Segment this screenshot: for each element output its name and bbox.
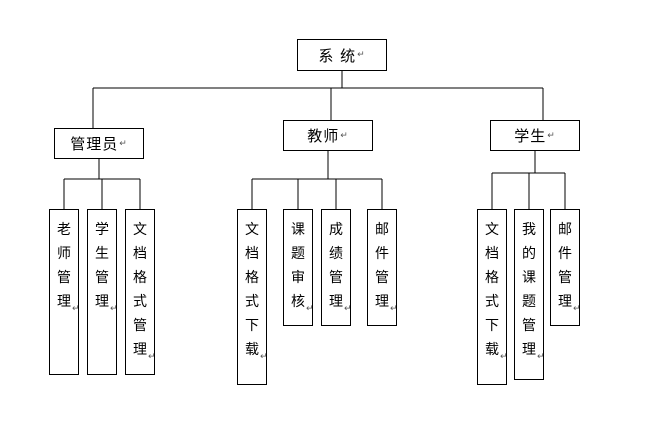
module-node-student-doc-format-download-char: 下 bbox=[485, 318, 499, 334]
module-node-admin-student-mgmt-char: 学 bbox=[95, 222, 109, 238]
role-node-teacher: 教师↵ bbox=[283, 120, 373, 151]
module-node-teacher-doc-format-download-char: 载↵ bbox=[238, 338, 268, 362]
module-node-admin-teacher-mgmt-char: 师 bbox=[57, 246, 71, 262]
module-node-teacher-doc-format-download-char: 文 bbox=[245, 222, 259, 238]
root-node: 系 统↵ bbox=[297, 39, 387, 71]
paragraph-mark-icon: ↵ bbox=[119, 138, 128, 149]
module-node-admin-doc-format-mgmt-char: 理↵ bbox=[126, 338, 156, 362]
paragraph-mark-icon: ↵ bbox=[357, 50, 366, 60]
paragraph-mark-icon: ↵ bbox=[306, 304, 314, 314]
module-node-admin-doc-format-mgmt: 文档格式管理↵ bbox=[125, 209, 156, 375]
module-node-teacher-grade-mgmt: 成绩管理↵ bbox=[321, 209, 352, 326]
module-node-admin-teacher-mgmt-char: 老 bbox=[57, 222, 71, 238]
module-node-teacher-topic-review-char: 课 bbox=[291, 222, 305, 238]
module-node-student-my-topic-mgmt-char: 我 bbox=[522, 222, 536, 238]
role-node-student: 学生↵ bbox=[490, 120, 580, 151]
role-node-admin: 管理员↵ bbox=[54, 128, 144, 159]
paragraph-mark-icon: ↵ bbox=[573, 304, 581, 314]
module-node-teacher-topic-review-char: 题 bbox=[291, 246, 305, 262]
role-node-teacher-label: 教师 bbox=[307, 127, 340, 145]
module-node-teacher-mail-mgmt-char: 件 bbox=[375, 246, 389, 262]
module-node-teacher-doc-format-download-char: 档 bbox=[245, 246, 259, 262]
module-node-teacher-mail-mgmt-char: 邮 bbox=[375, 222, 389, 238]
module-node-teacher-mail-mgmt: 邮件管理↵ bbox=[367, 209, 398, 326]
paragraph-mark-icon: ↵ bbox=[390, 304, 398, 314]
paragraph-mark-icon: ↵ bbox=[340, 130, 349, 141]
module-node-teacher-mail-mgmt-char: 管 bbox=[375, 270, 389, 286]
paragraph-mark-icon: ↵ bbox=[72, 304, 80, 314]
module-node-admin-student-mgmt-char: 管 bbox=[95, 270, 109, 286]
module-node-teacher-topic-review-char: 审 bbox=[291, 270, 305, 286]
module-node-admin-doc-format-mgmt-char: 档 bbox=[133, 246, 147, 262]
module-node-student-doc-format-download: 文档格式下载↵ bbox=[477, 209, 508, 385]
paragraph-mark-icon: ↵ bbox=[260, 352, 268, 362]
module-node-admin-doc-format-mgmt-char: 格 bbox=[133, 270, 147, 286]
module-node-admin-doc-format-mgmt-char: 管 bbox=[133, 318, 147, 334]
paragraph-mark-icon: ↵ bbox=[148, 352, 156, 362]
paragraph-mark-icon: ↵ bbox=[500, 352, 508, 362]
module-node-admin-doc-format-mgmt-char: 式 bbox=[133, 294, 147, 310]
module-node-teacher-grade-mgmt-char: 成 bbox=[329, 222, 343, 238]
module-node-student-mail-mgmt-char: 件 bbox=[558, 246, 572, 262]
module-node-teacher-grade-mgmt-char: 理↵ bbox=[322, 290, 352, 314]
module-node-admin-teacher-mgmt-char: 理↵ bbox=[50, 290, 80, 314]
module-node-teacher-topic-review-char: 核↵ bbox=[284, 290, 314, 314]
module-node-student-doc-format-download-char: 档 bbox=[485, 246, 499, 262]
root-node-label: 系 统 bbox=[318, 46, 357, 65]
module-node-student-my-topic-mgmt-char: 题 bbox=[522, 294, 536, 310]
module-node-student-mail-mgmt-char: 管 bbox=[558, 270, 572, 286]
module-node-student-doc-format-download-char: 格 bbox=[485, 270, 499, 286]
module-node-teacher-topic-review: 课题审核↵ bbox=[283, 209, 314, 326]
module-node-student-doc-format-download-char: 式 bbox=[485, 294, 499, 310]
module-node-student-my-topic-mgmt-char: 课 bbox=[522, 270, 536, 286]
paragraph-mark-icon: ↵ bbox=[547, 130, 556, 141]
module-node-student-my-topic-mgmt-char: 管 bbox=[522, 318, 536, 334]
module-node-student-doc-format-download-char: 文 bbox=[485, 222, 499, 238]
module-node-teacher-doc-format-download-char: 格 bbox=[245, 270, 259, 286]
module-node-admin-student-mgmt: 学生管理↵ bbox=[87, 209, 118, 375]
module-node-admin-student-mgmt-char: 理↵ bbox=[88, 290, 118, 314]
module-node-student-my-topic-mgmt: 我的课题管理↵ bbox=[514, 209, 545, 380]
module-node-admin-teacher-mgmt: 老师管理↵ bbox=[49, 209, 80, 375]
paragraph-mark-icon: ↵ bbox=[344, 304, 352, 314]
module-node-teacher-grade-mgmt-char: 绩 bbox=[329, 246, 343, 262]
module-node-student-my-topic-mgmt-char: 的 bbox=[522, 246, 536, 262]
module-node-teacher-doc-format-download-char: 式 bbox=[245, 294, 259, 310]
module-node-student-doc-format-download-char: 载↵ bbox=[478, 338, 508, 362]
module-node-teacher-doc-format-download-char: 下 bbox=[245, 318, 259, 334]
role-node-admin-label: 管理员 bbox=[70, 135, 119, 153]
module-node-admin-teacher-mgmt-char: 管 bbox=[57, 270, 71, 286]
module-node-student-mail-mgmt-char: 理↵ bbox=[551, 290, 581, 314]
module-node-student-mail-mgmt: 邮件管理↵ bbox=[550, 209, 581, 326]
module-node-teacher-doc-format-download: 文档格式下载↵ bbox=[237, 209, 268, 385]
module-node-admin-student-mgmt-char: 生 bbox=[95, 246, 109, 262]
paragraph-mark-icon: ↵ bbox=[537, 352, 545, 362]
module-node-student-mail-mgmt-char: 邮 bbox=[558, 222, 572, 238]
module-node-admin-doc-format-mgmt-char: 文 bbox=[133, 222, 147, 238]
role-node-student-label: 学生 bbox=[514, 127, 547, 145]
module-node-teacher-grade-mgmt-char: 管 bbox=[329, 270, 343, 286]
paragraph-mark-icon: ↵ bbox=[110, 304, 118, 314]
module-node-student-my-topic-mgmt-char: 理↵ bbox=[515, 338, 545, 362]
module-node-teacher-mail-mgmt-char: 理↵ bbox=[368, 290, 398, 314]
